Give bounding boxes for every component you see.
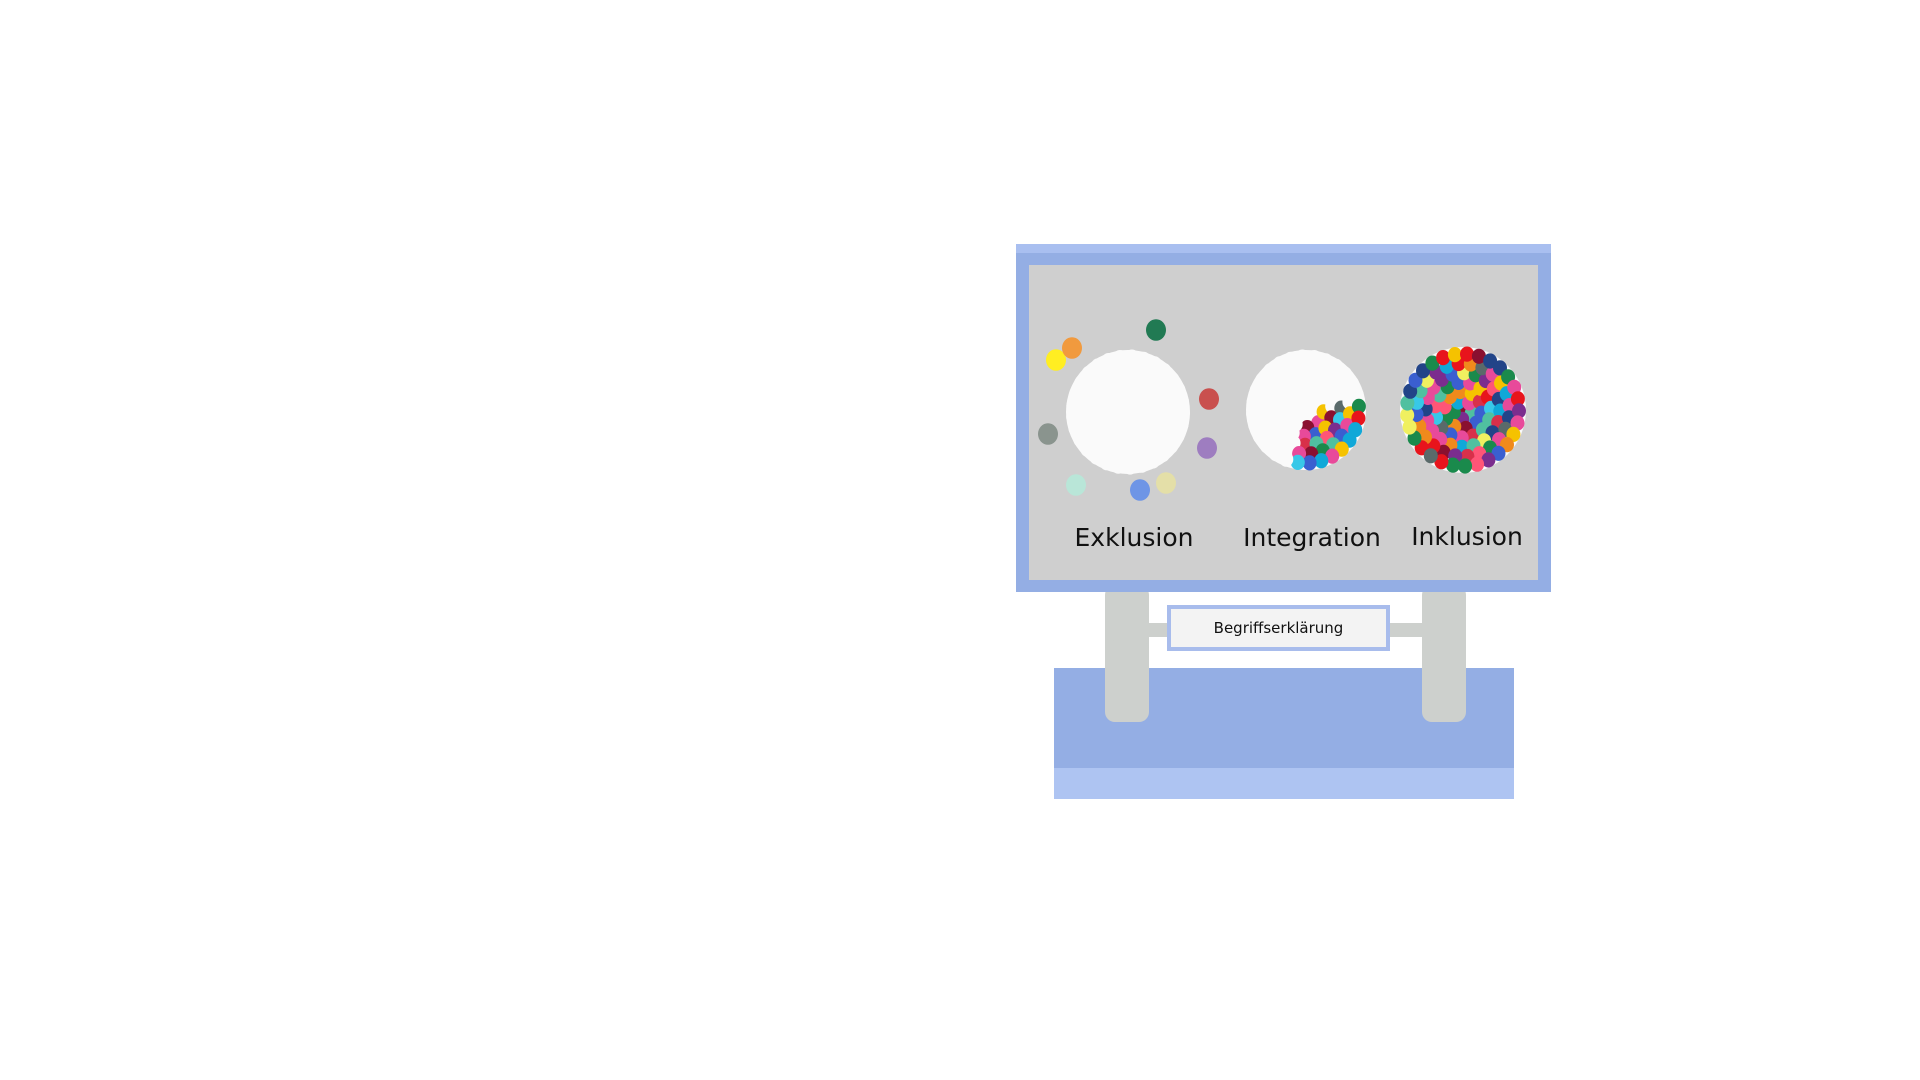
integration-cluster-dot [1318,353,1333,369]
inclusion-cluster-dot [1510,415,1525,431]
exclusion-cluster-dot [1111,458,1126,474]
integration-cluster-dot [1246,406,1261,422]
inclusion-cluster-dot [1436,350,1451,366]
exclusion-cluster-dot [1066,397,1081,413]
integration-cluster-dot [1248,417,1263,433]
inclusion-cluster-dot [1402,419,1417,435]
inclusion-cluster-dot [1471,348,1486,364]
exclusion-cluster-dot [1123,459,1138,475]
exclusion-outside-dot [1046,349,1066,371]
exclusion-outside-dot [1038,423,1058,445]
exclusion-cluster-dot [1174,393,1189,409]
exclusion-outside-dot [1062,337,1082,359]
right-post-front [1422,640,1466,722]
inclusion-cluster-dot [1460,346,1474,362]
integration-cluster-dot [1283,351,1298,367]
integration-cluster-dot [1351,398,1366,414]
inclusion-cluster-dot [1447,347,1462,363]
inclusion-cluster-dot [1510,391,1525,407]
integration-cluster-dot [1272,356,1287,372]
inclusion-cluster-dot [1512,403,1526,419]
integration-cluster-dot [1295,349,1310,365]
exclusion-cluster-dot [1145,453,1160,469]
inclusion-cluster-dot [1446,457,1460,473]
integration-cluster-dot [1246,394,1261,410]
inclusion-cluster-dot [1483,353,1498,369]
exclusion-cluster-dot [1090,358,1105,374]
label-exclusion: Exklusion [1074,523,1194,552]
exclusion-cluster-dot [1124,349,1139,365]
inclusion-cluster-dot [1423,448,1438,464]
exclusion-cluster-dot [1089,449,1104,465]
inclusion-cluster-dot [1481,452,1496,468]
exclusion-outside-dot [1146,319,1166,341]
integration-cluster-dot [1279,451,1294,467]
exclusion-cluster-dot [1099,455,1114,471]
integration-cluster-dot [1325,448,1340,464]
inclusion-cluster-dot [1470,456,1485,472]
inclusion-cluster-dot [1400,407,1415,423]
integration-cluster-dot [1349,387,1364,403]
exclusion-cluster-dot [1136,351,1151,367]
exclusion-outside-dot [1199,388,1219,410]
inclusion-cluster-dot [1507,379,1522,395]
inclusion-cluster-dot [1458,458,1473,474]
exclusion-cluster-dot [1066,409,1081,425]
board-frame-top [1016,244,1551,253]
integration-cluster-dot [1268,446,1283,462]
inclusion-cluster-dot [1400,395,1415,411]
sign-plate: Begriffserklärung [1167,605,1390,651]
exclusion-outside-dot [1130,479,1150,501]
exclusion-cluster-dot [1171,382,1186,398]
sign-plate-label: Begriffserklärung [1213,619,1344,637]
inclusion-cluster-dot [1434,454,1449,470]
exclusion-cluster-dot [1113,350,1127,366]
integration-cluster-dot [1302,455,1317,471]
exclusion-outside-dot [1197,437,1217,459]
integration-cluster-dot [1351,410,1366,426]
inclusion-cluster-dot [1491,445,1506,461]
inclusion-cluster-dot [1425,355,1440,371]
left-post-front [1105,640,1149,722]
integration-cluster-dot [1314,453,1329,469]
integration-cluster-dot [1290,454,1305,470]
label-integration: Integration [1243,523,1381,552]
exclusion-cluster-dot [1176,405,1190,421]
exclusion-outside-dot [1066,474,1086,496]
exclusion-cluster-dot [1068,421,1083,437]
exclusion-cluster-dot [1134,457,1149,473]
label-inclusion: Inklusion [1411,522,1523,551]
integration-cluster-dot [1307,350,1322,366]
exclusion-outside-dot [1156,472,1176,494]
base-bottom-stripe [1054,768,1514,799]
exclusion-cluster-dot [1101,353,1116,369]
dots-layer [1038,319,1526,501]
